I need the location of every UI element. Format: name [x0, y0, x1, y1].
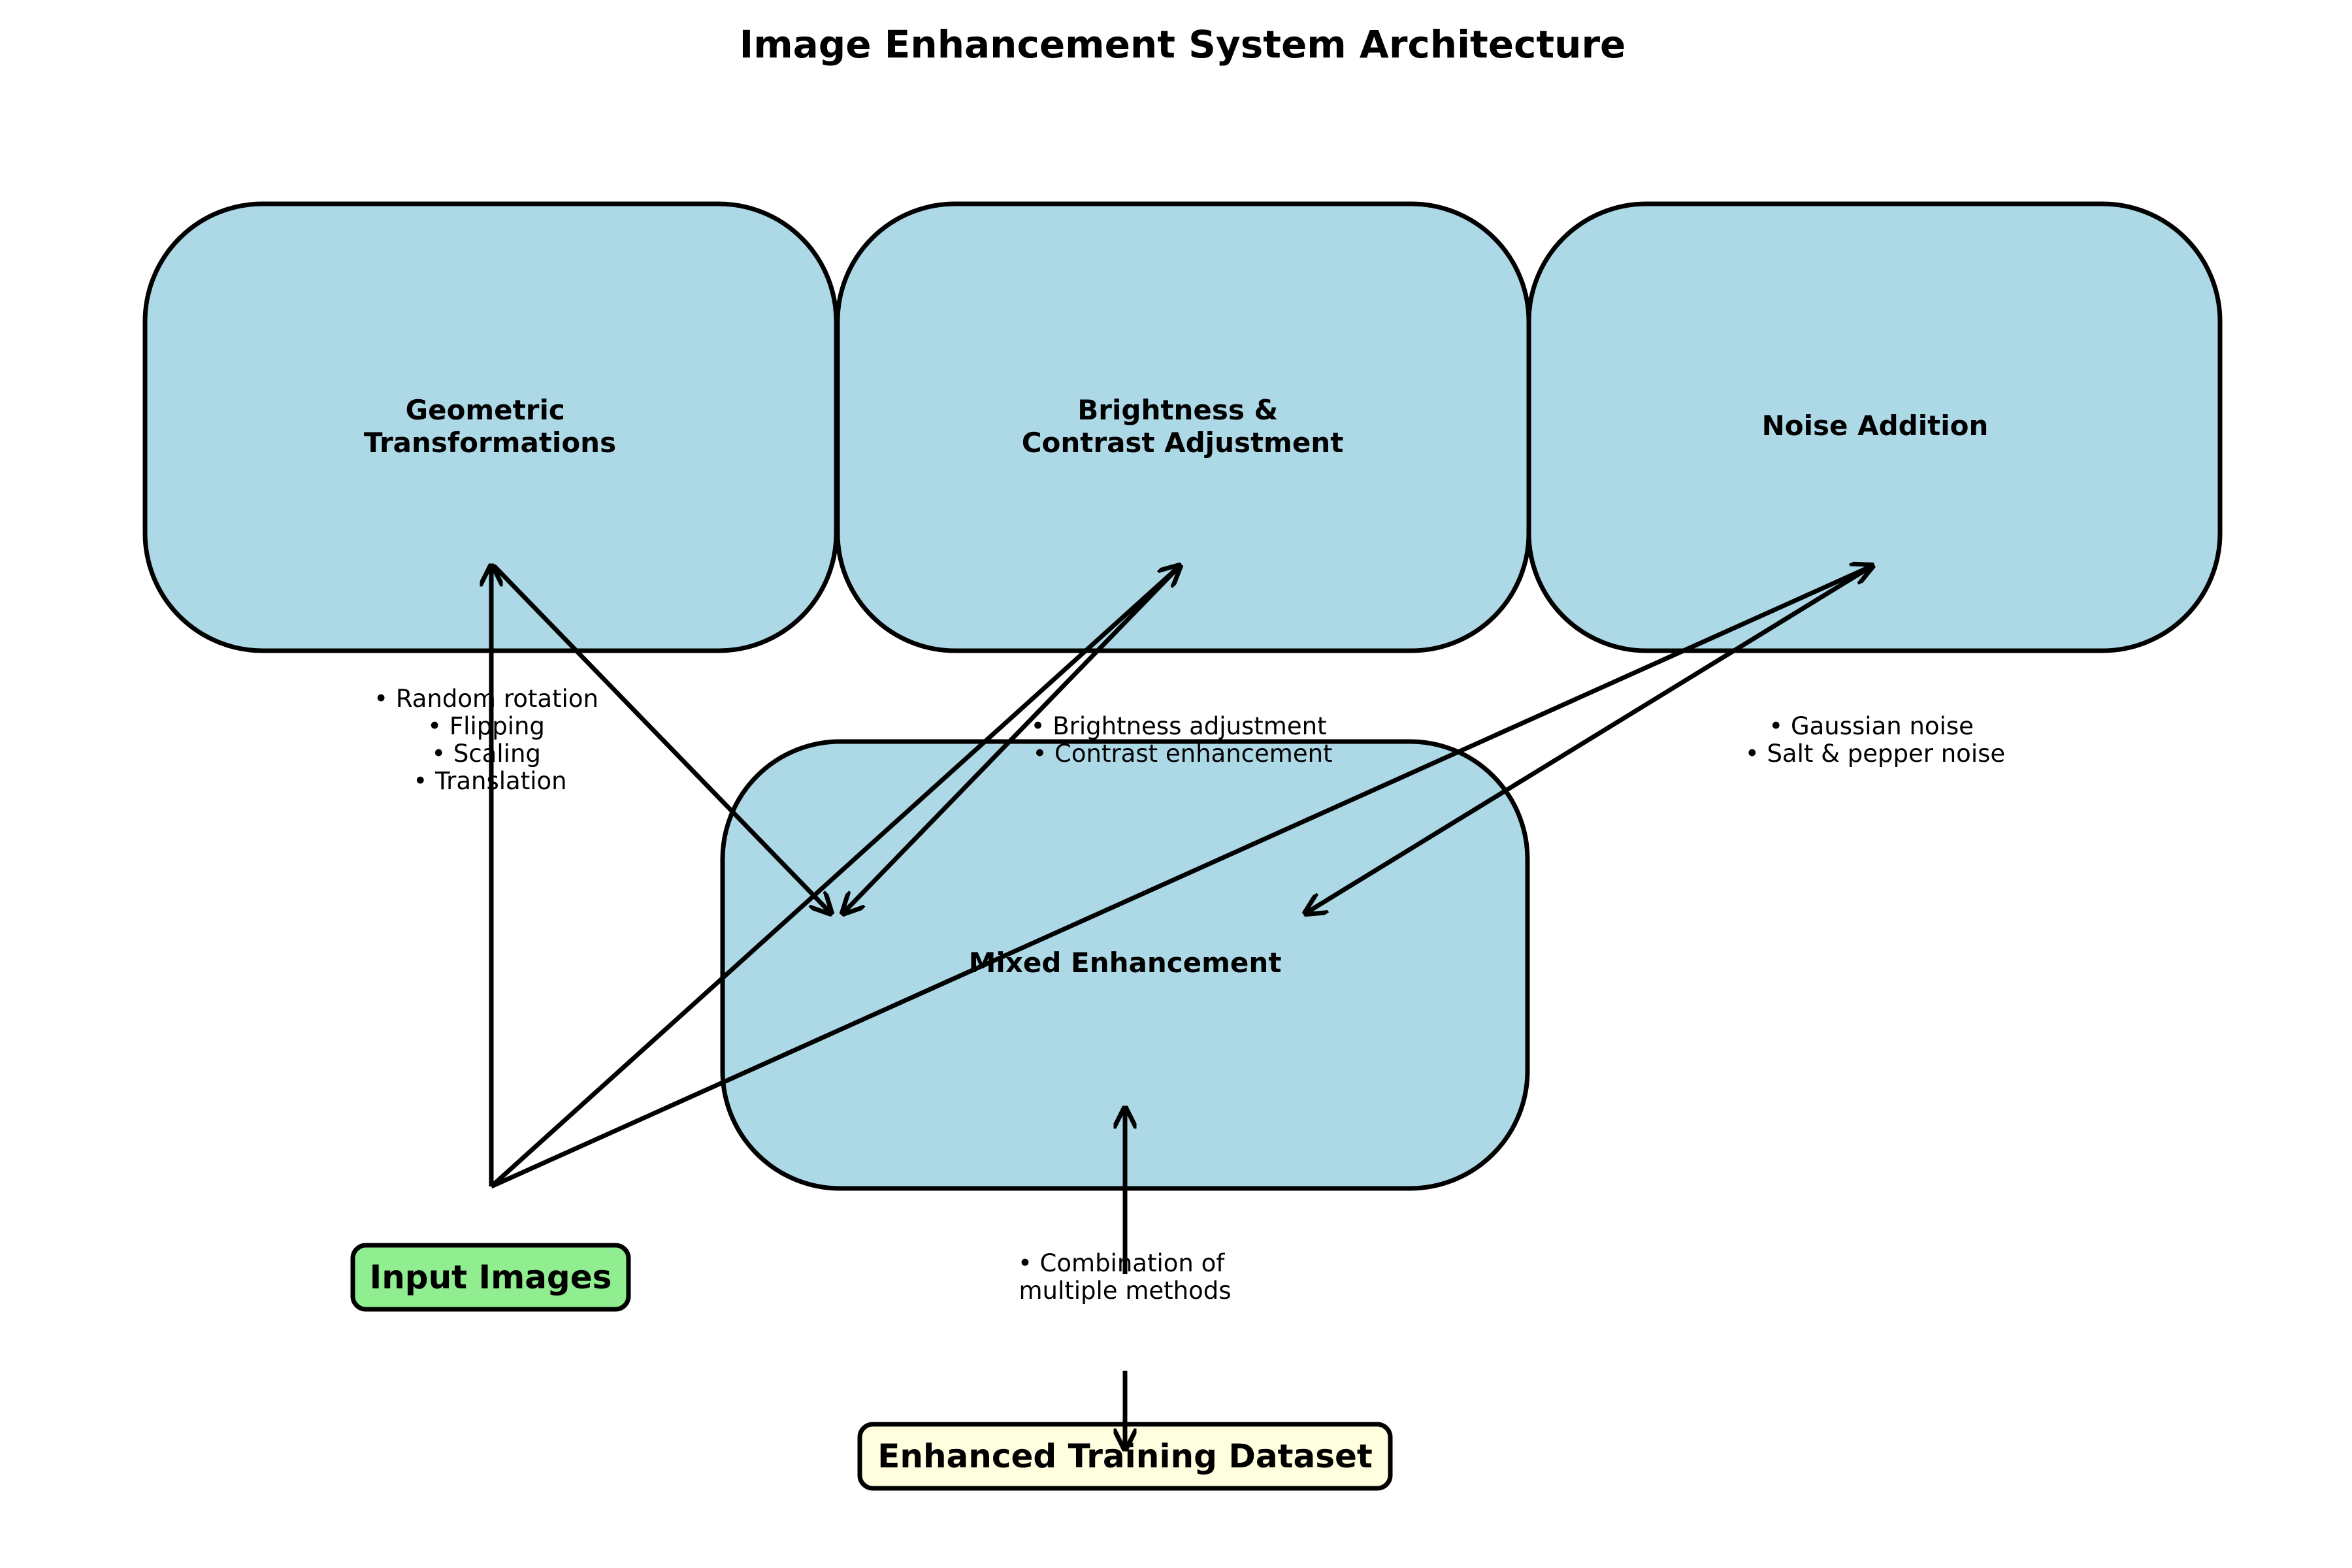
- geometric-label-line: Geometric: [406, 394, 565, 426]
- brightness-note: • Contrast enhancement: [1032, 740, 1332, 768]
- mixed-note: • Combination of: [1018, 1249, 1225, 1277]
- mixed-label-line: Mixed Enhancement: [969, 947, 1282, 979]
- noise-module-box: [1526, 201, 2223, 653]
- noise-module-label: Noise Addition: [1762, 410, 1989, 442]
- arrow-input-to-noise: [490, 566, 1872, 1189]
- arrow-brightness-to-mixed: [843, 564, 1182, 913]
- geometric-label-line: Transformations: [364, 427, 616, 459]
- geometric-note: • Flipping: [427, 712, 545, 740]
- geometric-note: • Random rotation: [374, 685, 598, 713]
- arrow-input-to-brightness: [489, 566, 1180, 1188]
- arrow-noise-to-mixed: [1305, 564, 1874, 913]
- brightness-notes: • Brightness adjustment • Contrast enhan…: [1031, 712, 1335, 768]
- brightness-label-line: Brightness &: [1077, 394, 1278, 426]
- mixed-notes: • Combination of multiple methods: [1018, 1249, 1232, 1305]
- input-images-label: Input Images: [370, 1258, 612, 1296]
- arrow-geometric-to-mixed: [492, 564, 831, 913]
- geometric-note: • Scaling: [431, 740, 541, 768]
- mixed-module-label: Mixed Enhancement: [969, 947, 1282, 979]
- brightness-label-line: Contrast Adjustment: [1022, 427, 1344, 459]
- noise-notes: • Gaussian noise • Salt & pepper noise: [1745, 712, 2005, 768]
- mixed-note: multiple methods: [1019, 1277, 1231, 1305]
- diagram-title: Image Enhancement System Architecture: [740, 22, 1626, 67]
- noise-note: • Gaussian noise: [1769, 712, 1974, 740]
- brightness-module-label: Brightness & Contrast Adjustment: [1022, 394, 1344, 459]
- noise-label-line: Noise Addition: [1762, 410, 1989, 442]
- geometric-module-label: Geometric Transformations: [364, 394, 616, 459]
- brightness-note: • Brightness adjustment: [1031, 712, 1327, 740]
- input-images-box: [350, 1243, 631, 1312]
- noise-note: • Salt & pepper noise: [1745, 740, 2005, 768]
